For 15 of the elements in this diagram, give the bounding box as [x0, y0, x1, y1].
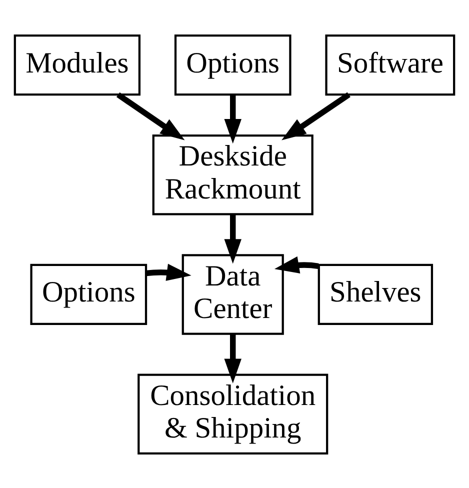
- node-box: Modules: [14, 34, 141, 96]
- node-box: Options: [174, 34, 292, 96]
- node-box: Data Center: [182, 254, 284, 334]
- arrow: [224, 334, 242, 383]
- arrow: [224, 94, 242, 144]
- node-box: Software: [325, 34, 456, 96]
- arrow: [116, 92, 185, 140]
- arrow: [274, 256, 319, 273]
- node-box: Deskside Rackmount: [152, 134, 314, 215]
- arrow: [282, 92, 350, 140]
- arrow: [224, 214, 242, 264]
- node-box: Consolidation & Shipping: [138, 373, 328, 454]
- node-box: Options: [30, 263, 148, 325]
- node-box: Shelves: [318, 263, 434, 325]
- arrow: [146, 263, 192, 280]
